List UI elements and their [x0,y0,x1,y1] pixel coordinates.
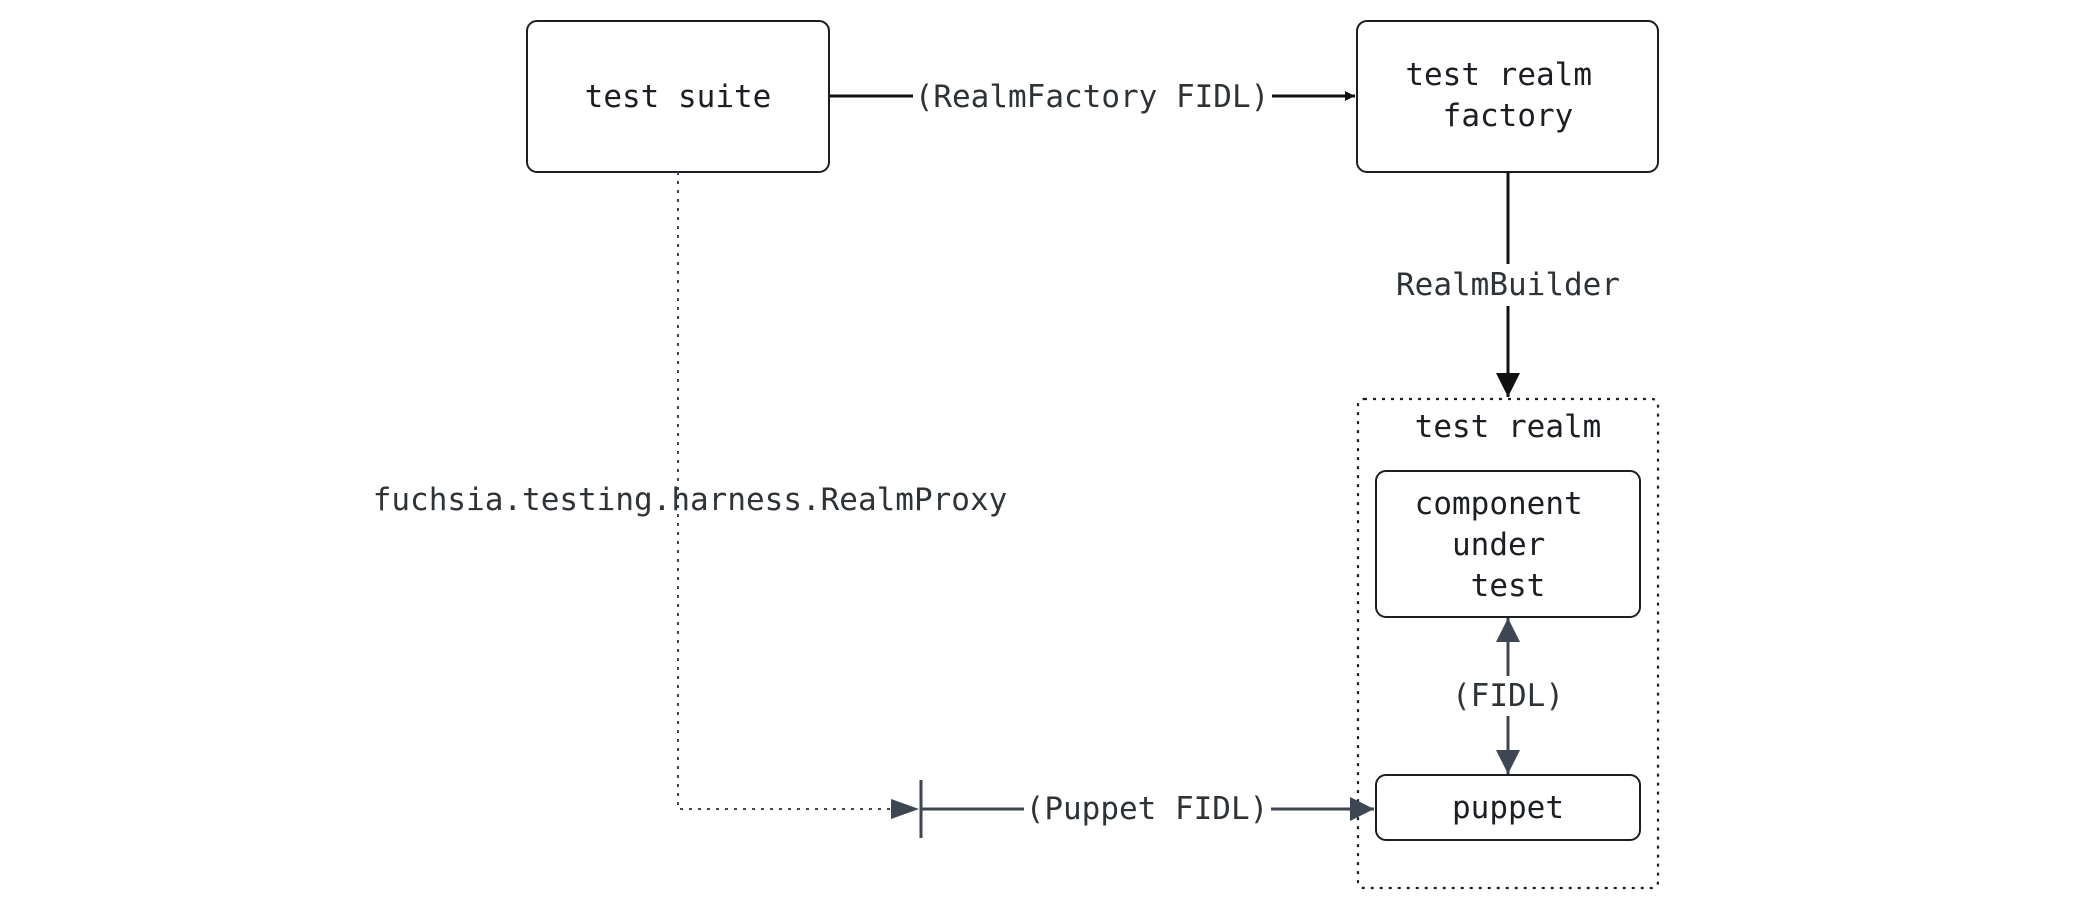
puppet-node[interactable]: puppet [1375,774,1641,841]
test-suite-node[interactable]: test suite [526,20,830,173]
edge-fidl: (FIDL) [1452,618,1564,774]
test-realm-group-border [1356,397,1660,890]
component-under-test-node[interactable]: component under test [1375,470,1641,618]
test-realm-factory-node[interactable]: test realm factory [1356,20,1659,173]
puppet-box [1375,774,1641,841]
edge-realm-proxy: fuchsia.testing.harness.RealmProxy [373,172,1008,838]
edge-realm-factory-fidl: (RealmFactory FIDL) [829,79,1355,115]
edge-realm-builder-label: RealmBuilder [1396,267,1620,303]
test-realm-group-label: test realm [1415,409,1602,445]
test-realm-factory-box [1356,20,1659,173]
edge-realm-builder: RealmBuilder [1396,172,1620,397]
edge-puppet-fidl: (Puppet FIDL) [921,791,1374,827]
component-under-test-label-line-3: test [1471,568,1546,604]
test-suite-label: test suite [585,79,772,115]
test-realm-factory-label-line-1: test realm [1405,57,1592,93]
edge-realm-factory-fidl-label: (RealmFactory FIDL) [915,79,1270,115]
edge-realm-proxy-arrowhead [891,799,919,819]
edge-puppet-fidl-label: (Puppet FIDL) [1026,791,1269,827]
edge-realm-proxy-label: fuchsia.testing.harness.RealmProxy [373,482,1008,518]
component-under-test-label-line-2: under [1452,527,1545,563]
test-realm-group: test realm [1356,397,1660,890]
component-under-test-label-line-1: component [1415,486,1583,522]
component-under-test-label: component under test [1415,486,1602,604]
test-realm-factory-label-line-2: factory [1443,98,1574,134]
puppet-label: puppet [1452,790,1564,826]
edge-fidl-label: (FIDL) [1452,678,1564,714]
test-realm-factory-label: test realm factory [1405,57,1610,134]
component-under-test-box [1375,470,1641,618]
